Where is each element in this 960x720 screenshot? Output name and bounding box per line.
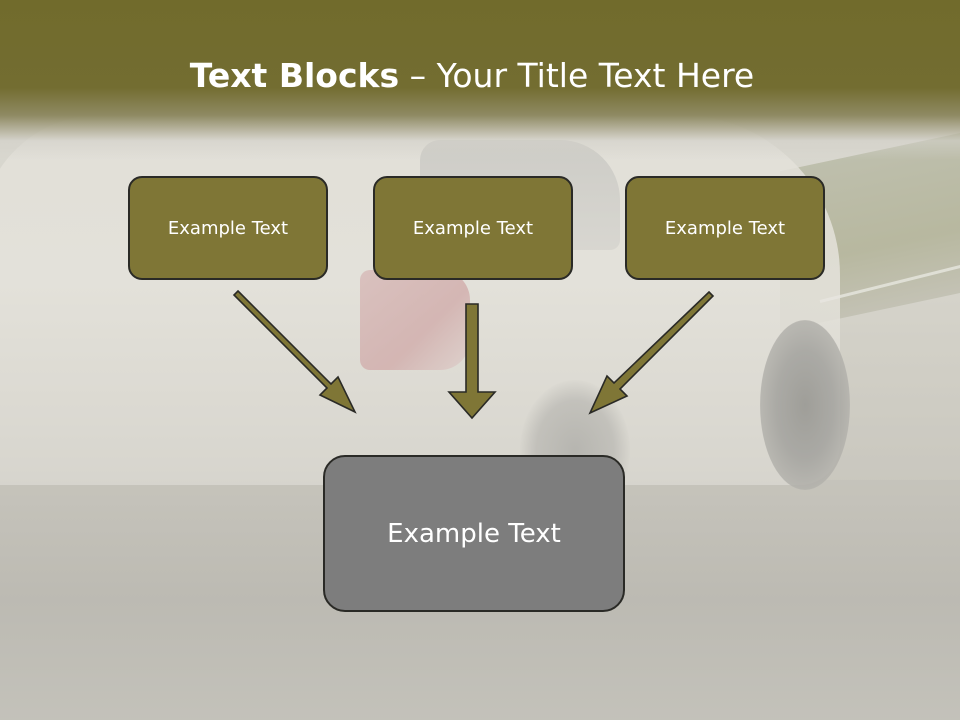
text-block-center[interactable]: Example Text: [373, 176, 573, 280]
text-block-main[interactable]: Example Text: [323, 455, 625, 612]
slide-title-bold: Text Blocks: [189, 56, 400, 95]
text-block-main-label: Example Text: [387, 518, 561, 549]
text-block-center-label: Example Text: [412, 217, 534, 239]
title-band: [0, 0, 960, 160]
slide-title: Text Blocks – Your Title Text Here: [0, 54, 944, 98]
arrow-right-down-left: [588, 290, 715, 415]
car-taillight: [360, 270, 470, 370]
car-wheel-front: [760, 320, 850, 490]
arrow-left-down-right: [232, 289, 357, 414]
text-block-left-label: Example Text: [167, 217, 289, 239]
arrow-center-down: [447, 303, 497, 420]
text-block-right-label: Example Text: [664, 217, 786, 239]
slide-title-rest: – Your Title Text Here: [399, 56, 755, 95]
text-block-right[interactable]: Example Text: [625, 176, 825, 280]
text-block-left[interactable]: Example Text: [128, 176, 328, 280]
